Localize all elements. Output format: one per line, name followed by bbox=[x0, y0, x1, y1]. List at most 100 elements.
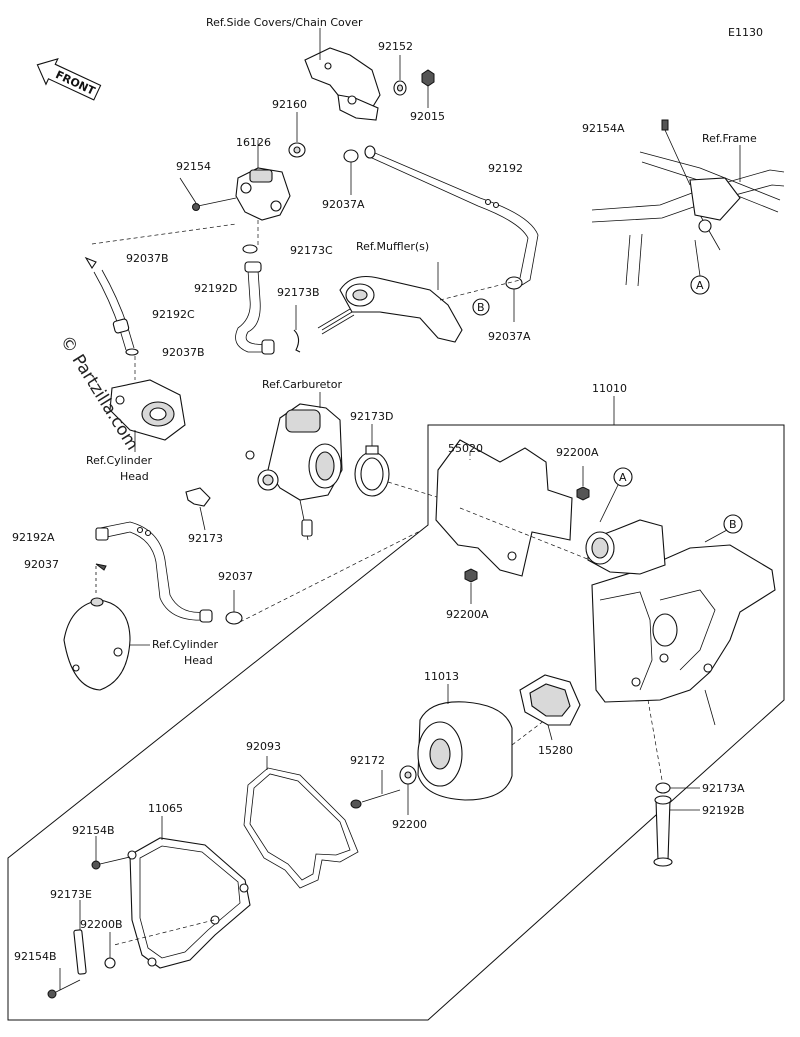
leader-element bbox=[511, 719, 546, 746]
callout-b-upper-label: B bbox=[477, 301, 485, 314]
clamp-92037A-upper bbox=[343, 149, 359, 195]
callout-a-lower: A bbox=[599, 467, 633, 523]
leader-case-drain bbox=[647, 699, 663, 781]
clamp-92173D bbox=[354, 424, 390, 497]
clamp-92173 bbox=[185, 487, 211, 531]
bolt-92172 bbox=[350, 770, 401, 809]
label-92173D: 92173D bbox=[350, 410, 393, 423]
label-92037-left: 92037 bbox=[24, 558, 59, 571]
front-arrow: FRONT bbox=[36, 57, 102, 101]
clamp-92037A-lower bbox=[505, 276, 523, 322]
label-ref-cylinder-head-lower-2: Head bbox=[184, 654, 213, 667]
callout-b-lower: B bbox=[704, 514, 743, 543]
bolt-92154B-lower bbox=[47, 968, 81, 999]
reed-valve-16126 bbox=[235, 140, 291, 221]
leader-muffler-hose bbox=[439, 279, 521, 301]
clamp-92173B bbox=[293, 305, 301, 353]
label-16126: 16126 bbox=[236, 136, 271, 149]
element-11013 bbox=[417, 684, 513, 801]
label-92200B: 92200B bbox=[80, 918, 123, 931]
label-92192A: 92192A bbox=[12, 531, 55, 544]
label-ref-mufflers: Ref.Muffler(s) bbox=[356, 240, 429, 253]
label-92037A-upper: 92037A bbox=[322, 198, 365, 211]
label-11065: 11065 bbox=[148, 802, 183, 815]
label-ref-cylinder-head-lower-1: Ref.Cylinder bbox=[152, 638, 219, 651]
drain-hose-92192B bbox=[653, 795, 700, 867]
grommet-92160 bbox=[288, 112, 306, 158]
cylinder-head-ref-lower bbox=[63, 597, 150, 691]
label-92172: 92172 bbox=[350, 754, 385, 767]
label-92192D: 92192D bbox=[194, 282, 237, 295]
label-11010: 11010 bbox=[592, 382, 627, 395]
nut-92015 bbox=[421, 69, 435, 108]
label-ref-side-covers: Ref.Side Covers/Chain Cover bbox=[206, 16, 363, 29]
gasket-92093 bbox=[243, 756, 359, 889]
bolt-92154B-upper bbox=[91, 836, 131, 870]
air-cleaner-case-11010 bbox=[585, 396, 776, 703]
holder-15280 bbox=[519, 674, 581, 741]
label-92173A: 92173A bbox=[702, 782, 745, 795]
label-92173B: 92173B bbox=[277, 286, 320, 299]
clamp-92173E bbox=[73, 900, 87, 975]
callout-b-upper: B bbox=[472, 298, 490, 316]
label-ref-cylinder-head-upper-1: Ref.Cylinder bbox=[86, 454, 153, 467]
label-92037B-upper: 92037B bbox=[126, 252, 169, 265]
clamp-92037B-lower bbox=[125, 348, 139, 356]
leader-clamp-to-boot bbox=[387, 481, 441, 499]
label-ref-cylinder-head-upper-2: Head bbox=[120, 470, 149, 483]
label-92152: 92152 bbox=[378, 40, 413, 53]
clamp-92037-right bbox=[225, 590, 243, 625]
label-92200A-lower: 92200A bbox=[446, 608, 489, 621]
muffler-ref bbox=[317, 262, 463, 343]
callout-a-upper: A bbox=[690, 239, 710, 295]
washer-92200 bbox=[399, 765, 417, 815]
leader-92037B-to-valve bbox=[91, 223, 237, 245]
side-cover-bracket bbox=[304, 28, 381, 121]
clamp-92173C bbox=[242, 220, 259, 254]
label-ref-carburetor: Ref.Carburetor bbox=[262, 378, 342, 391]
label-92173C: 92173C bbox=[290, 244, 333, 257]
clamp-92037-left bbox=[95, 563, 107, 595]
leader-case-bottom bbox=[704, 689, 716, 726]
label-92154B-upper: 92154B bbox=[72, 824, 115, 837]
assembly-frame bbox=[7, 424, 785, 1021]
washer-92200B bbox=[104, 932, 116, 969]
label-92154B-lower: 92154B bbox=[14, 950, 57, 963]
label-ref-frame: Ref.Frame bbox=[702, 132, 757, 145]
clamp-92037B-upper bbox=[84, 256, 97, 270]
hose-92192 bbox=[364, 145, 539, 286]
leader-cover-to-gasket bbox=[113, 919, 215, 946]
clamp-92173A bbox=[655, 782, 700, 794]
hose-92192D bbox=[235, 261, 275, 355]
bolt-92154 bbox=[179, 177, 237, 211]
label-92173E: 92173E bbox=[50, 888, 92, 901]
hose-92192C bbox=[93, 269, 135, 351]
label-92015: 92015 bbox=[410, 110, 445, 123]
label-92200: 92200 bbox=[392, 818, 427, 831]
cylinder-head-ref-upper bbox=[109, 379, 186, 452]
nut-92200A-upper bbox=[576, 466, 590, 501]
label-92037-right: 92037 bbox=[218, 570, 253, 583]
diagram-code: E1130 bbox=[728, 26, 763, 39]
carburetor-ref bbox=[245, 392, 343, 541]
label-92160: 92160 bbox=[272, 98, 307, 111]
callout-a-upper-label: A bbox=[696, 279, 704, 292]
label-92037B-lower: 92037B bbox=[162, 346, 205, 359]
callout-a-lower-label: A bbox=[619, 471, 627, 484]
nut-92152 bbox=[393, 55, 407, 96]
label-92173: 92173 bbox=[188, 532, 223, 545]
label-15280: 15280 bbox=[538, 744, 573, 757]
label-92192B: 92192B bbox=[702, 804, 745, 817]
cover-11065 bbox=[127, 816, 251, 969]
label-92154: 92154 bbox=[176, 160, 211, 173]
label-92154A: 92154A bbox=[582, 122, 625, 135]
plate-55020 bbox=[435, 439, 573, 577]
label-55020: 55020 bbox=[448, 442, 483, 455]
label-92200A-upper: 92200A bbox=[556, 446, 599, 459]
hose-92192A bbox=[95, 521, 213, 623]
label-92192: 92192 bbox=[488, 162, 523, 175]
label-11013: 11013 bbox=[424, 670, 459, 683]
frame-ref bbox=[591, 119, 785, 287]
